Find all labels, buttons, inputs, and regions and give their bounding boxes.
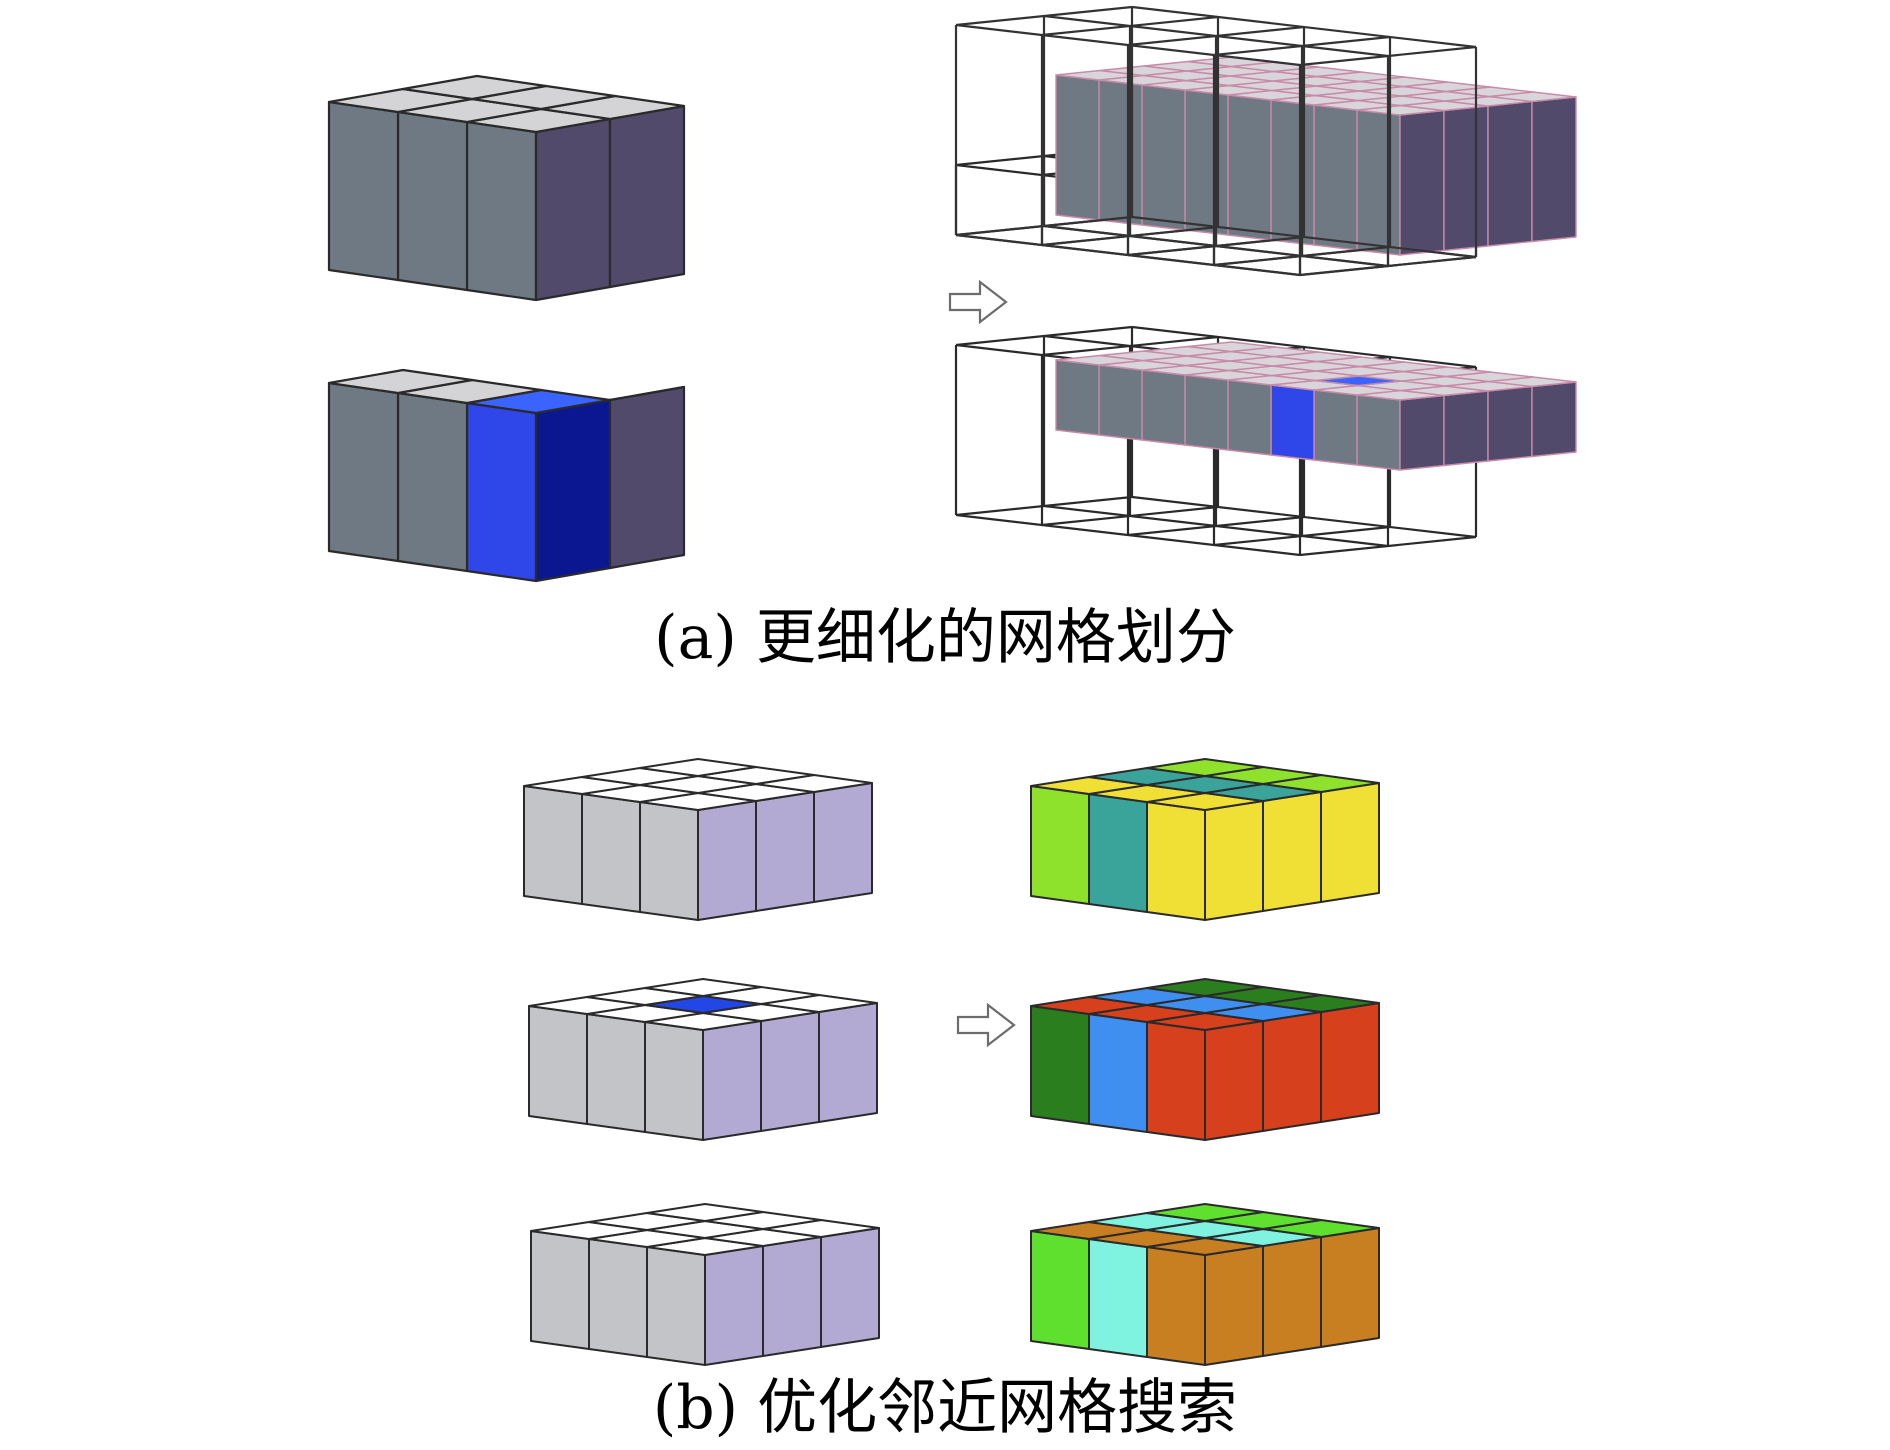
colored-block-top — [1030, 758, 1380, 921]
neighbor-block-bottom — [530, 1203, 880, 1366]
fine-grid-wireframe-block-highlighted — [954, 325, 1577, 557]
fine-grid-wireframe-block — [954, 5, 1577, 277]
right-arrow-icon — [948, 279, 1008, 325]
neighbor-block-middle — [528, 978, 878, 1141]
coarse-grid-block-highlighted — [327, 368, 686, 583]
caption-b: (b) 优化邻近网格搜索 — [652, 1373, 1238, 1443]
coarse-grid-block — [327, 74, 686, 302]
neighbor-block-top — [523, 758, 873, 921]
colored-block-bottom — [1030, 1203, 1380, 1366]
caption-a: (a) 更细化的网格划分 — [654, 603, 1236, 673]
colored-block-middle — [1030, 978, 1380, 1141]
right-arrow-icon — [956, 1002, 1016, 1048]
